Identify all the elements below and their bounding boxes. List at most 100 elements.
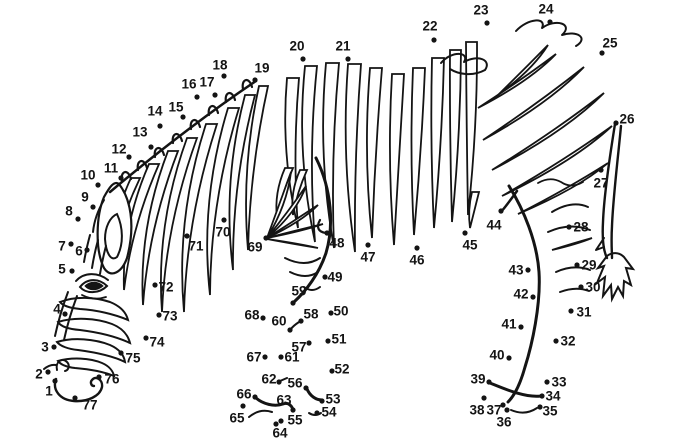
puzzle-dot bbox=[306, 340, 312, 346]
zebra-stripe bbox=[266, 238, 319, 249]
dot-number-label: 39 bbox=[470, 372, 485, 387]
dot-number-label: 13 bbox=[132, 125, 148, 140]
puzzle-dot bbox=[500, 402, 506, 408]
zebra-line bbox=[91, 239, 99, 269]
puzzle-dot bbox=[486, 379, 492, 385]
puzzle-dot bbox=[157, 123, 163, 129]
puzzle-dot bbox=[148, 144, 154, 150]
puzzle-dot bbox=[95, 182, 101, 188]
puzzle-dot bbox=[273, 421, 279, 427]
zebra-line bbox=[499, 189, 519, 214]
dot-number-label: 55 bbox=[287, 413, 303, 428]
dot-number-label: 71 bbox=[188, 239, 204, 254]
puzzle-dot bbox=[90, 204, 96, 210]
zebra-line bbox=[54, 291, 69, 337]
zebra-stripe bbox=[301, 65, 318, 243]
dot-number-label: 37 bbox=[486, 403, 501, 418]
puzzle-dot bbox=[84, 247, 90, 253]
puzzle-dot bbox=[252, 394, 258, 400]
dot-number-label: 43 bbox=[508, 263, 524, 278]
puzzle-dot bbox=[118, 175, 124, 181]
zebra-line bbox=[303, 286, 321, 291]
dot-number-label: 73 bbox=[162, 309, 178, 324]
puzzle-dot bbox=[319, 398, 325, 404]
zebra-stripe bbox=[430, 57, 445, 229]
dot-number-label: 57 bbox=[291, 340, 306, 355]
zebra-line bbox=[55, 359, 70, 372]
dot-number-label: 38 bbox=[469, 403, 485, 418]
zebra-line bbox=[63, 295, 78, 341]
puzzle-dot bbox=[345, 56, 351, 62]
puzzle-dot bbox=[180, 114, 186, 120]
dot-number-label: 14 bbox=[147, 104, 163, 119]
dot-number-label: 21 bbox=[335, 39, 351, 54]
dot-number-label: 40 bbox=[489, 348, 504, 363]
puzzle-dot bbox=[578, 284, 584, 290]
puzzle-dot bbox=[504, 407, 510, 413]
zebra-outline-shape bbox=[594, 252, 636, 303]
zebra-line bbox=[515, 19, 583, 47]
dot-number-label: 7 bbox=[58, 239, 66, 254]
zebra-stripe bbox=[206, 107, 241, 296]
dot-number-label: 34 bbox=[545, 389, 561, 404]
dot-number-label: 47 bbox=[360, 250, 375, 265]
dot-number-label: 77 bbox=[82, 398, 97, 413]
zebra-stripe bbox=[266, 185, 307, 239]
zebra-line bbox=[279, 377, 288, 382]
mane-spike bbox=[224, 92, 237, 104]
puzzle-dot bbox=[329, 368, 335, 374]
puzzle-dot bbox=[599, 50, 605, 56]
zebra-stripe bbox=[291, 169, 309, 216]
puzzle-dot bbox=[278, 418, 284, 424]
zebra-stripe bbox=[366, 67, 383, 239]
dot-number-label: 69 bbox=[247, 240, 262, 255]
puzzle-dot bbox=[126, 154, 132, 160]
dot-number-label: 58 bbox=[303, 307, 319, 322]
dot-number-label: 46 bbox=[409, 253, 425, 268]
zebra-line bbox=[81, 294, 107, 300]
puzzle-dot bbox=[462, 230, 468, 236]
dot-number-label: 33 bbox=[551, 375, 567, 390]
dot-number-label: 28 bbox=[573, 220, 589, 235]
puzzle-dot bbox=[276, 379, 282, 385]
dot-number-label: 74 bbox=[149, 335, 165, 350]
dot-number-label: 44 bbox=[486, 218, 502, 233]
puzzle-dot bbox=[184, 233, 190, 239]
puzzle-dot bbox=[75, 216, 81, 222]
zebra-stripe bbox=[389, 73, 405, 246]
dot-number-label: 63 bbox=[276, 393, 292, 408]
zebra-line bbox=[440, 52, 488, 76]
zebra-stripe bbox=[482, 66, 585, 141]
puzzle-dot bbox=[498, 208, 504, 214]
puzzle-dot bbox=[314, 410, 320, 416]
dot-number-label: 2 bbox=[35, 367, 43, 382]
puzzle-dot bbox=[365, 242, 371, 248]
puzzle-dot bbox=[539, 393, 545, 399]
puzzle-dot bbox=[221, 217, 227, 223]
dot-number-label: 51 bbox=[331, 332, 347, 347]
zebra-line bbox=[601, 122, 617, 260]
puzzle-dot bbox=[530, 294, 536, 300]
dot-number-label: 64 bbox=[272, 426, 288, 441]
puzzle-dot bbox=[322, 274, 328, 280]
puzzle-dot bbox=[303, 385, 309, 391]
zebra-stripe bbox=[266, 223, 324, 239]
zebra-line bbox=[488, 381, 543, 398]
puzzle-dot bbox=[547, 19, 553, 25]
puzzle-dot bbox=[212, 92, 218, 98]
puzzle-dot bbox=[484, 20, 490, 26]
zebra-line bbox=[610, 124, 623, 260]
dot-number-label: 59 bbox=[291, 284, 306, 299]
dot-number-label: 5 bbox=[58, 262, 66, 277]
dot-number-label: 4 bbox=[53, 302, 61, 317]
mane-spike bbox=[241, 79, 254, 91]
dot-number-label: 54 bbox=[321, 405, 337, 420]
puzzle-dot bbox=[287, 327, 293, 333]
zebra-stripe bbox=[477, 53, 557, 109]
puzzle-dot bbox=[537, 404, 543, 410]
puzzle-dot bbox=[544, 379, 550, 385]
zebra-line bbox=[290, 321, 300, 330]
mane-spike bbox=[189, 119, 202, 131]
dot-number-label: 52 bbox=[334, 362, 349, 377]
